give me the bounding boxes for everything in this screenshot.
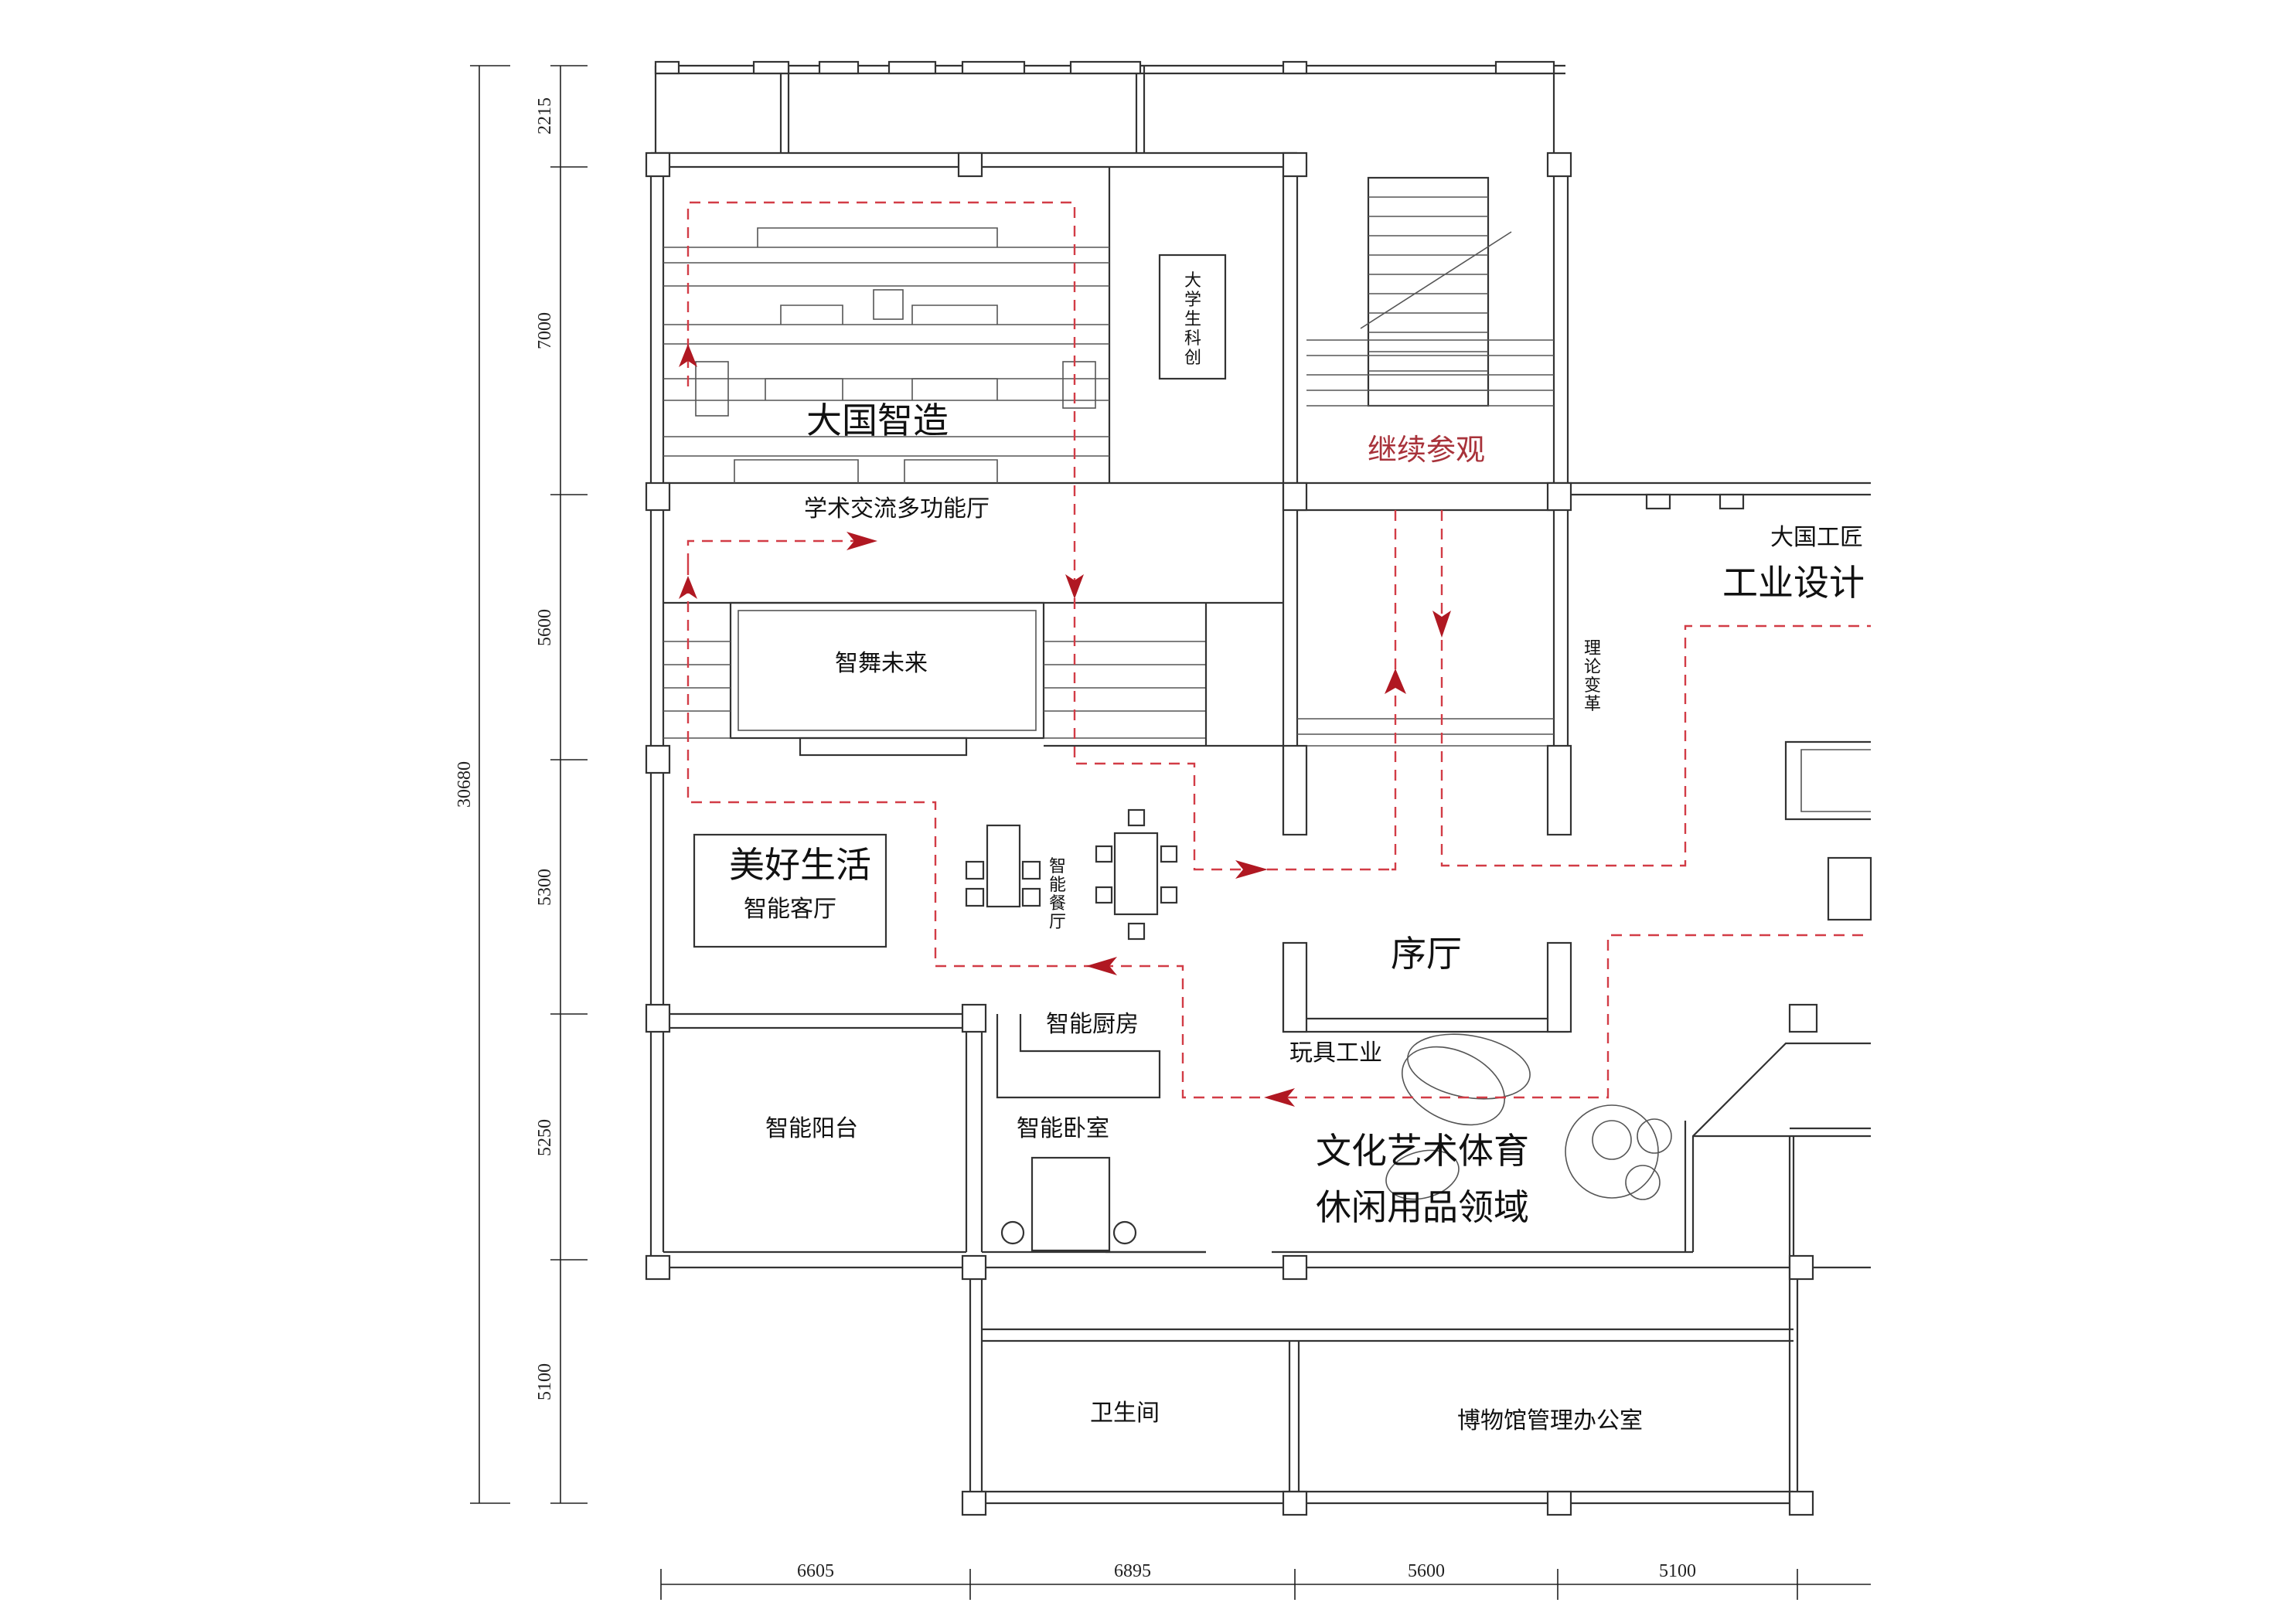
dim-v-6: 5100 (535, 1363, 555, 1400)
route-arrows (679, 344, 1451, 1107)
label-xiu-xian: 休闲用品领域 (1316, 1186, 1529, 1228)
label-zhi-wu: 智舞未来 (835, 650, 928, 677)
svg-text:大: 大 (1184, 271, 1201, 291)
svg-text:学: 学 (1184, 291, 1201, 310)
label-wei-sheng: 卫生间 (1090, 1400, 1160, 1427)
label-yang-tai: 智能阳台 (765, 1115, 858, 1142)
dim-h-4: 5100 (1659, 1561, 1696, 1581)
label-da-xue-sheng-vertical: 大 学 生 科 创 (1184, 271, 1201, 368)
stage-steps (663, 603, 1554, 747)
room-labels: 大国智造 学术交流多功能厅 继续参观 智舞未来 大国工匠 工业设计 美好生活 智… (729, 271, 1865, 1434)
arrow-down-2 (1432, 611, 1451, 638)
label-ji-xu: 继续参观 (1368, 433, 1485, 467)
svg-text:科: 科 (1184, 329, 1201, 349)
label-xue-shu: 学术交流多功能厅 (804, 495, 990, 522)
svg-text:能: 能 (1049, 876, 1066, 895)
arrow-down-1 (1065, 574, 1084, 599)
svg-text:革: 革 (1584, 695, 1601, 714)
svg-text:生: 生 (1184, 310, 1201, 329)
dim-v-4: 5300 (535, 869, 555, 906)
label-can-ting-vertical: 智 能 餐 厅 (1049, 857, 1066, 932)
svg-text:论: 论 (1584, 658, 1601, 677)
arrow-right-2 (1235, 860, 1268, 879)
label-wen-hua: 文化艺术体育 (1316, 1130, 1529, 1172)
svg-text:理: 理 (1584, 639, 1601, 658)
label-gong-ye-she-ji: 工业设计 (1722, 562, 1865, 604)
svg-text:智: 智 (1049, 857, 1066, 876)
label-wan-ju: 玩具工业 (1289, 1039, 1382, 1067)
stairwell (1306, 176, 1554, 407)
label-xu-ting: 序厅 (1391, 933, 1462, 975)
dimension-lines: 30680 2215 7000 5600 5300 5250 5100 6605… (455, 65, 1871, 1600)
columns (645, 60, 1818, 1516)
arrow-up-2 (679, 576, 697, 599)
label-da-guo-zhi-zao: 大国智造 (806, 400, 949, 441)
auditorium-seating (663, 227, 1109, 483)
arrow-left-1 (1086, 957, 1117, 975)
dim-v-2: 7000 (535, 312, 555, 349)
svg-text:厅: 厅 (1049, 913, 1066, 932)
arrow-right-1 (847, 532, 877, 550)
label-da-guo-gong-jiang: 大国工匠 (1770, 524, 1863, 551)
arrow-up-1 (679, 344, 697, 367)
dim-v-5: 5250 (535, 1119, 555, 1156)
dim-h-1: 6605 (797, 1561, 834, 1581)
arrow-up-3 (1385, 669, 1406, 694)
svg-text:变: 变 (1584, 676, 1601, 696)
dim-v-1: 2215 (535, 97, 555, 134)
svg-text:餐: 餐 (1049, 894, 1066, 914)
walls (649, 64, 1872, 1505)
dim-h-3: 5600 (1408, 1561, 1445, 1581)
label-ban-gong: 博物馆管理办公室 (1457, 1407, 1643, 1434)
label-chu-fang: 智能厨房 (1046, 1011, 1139, 1038)
tour-route (686, 201, 1871, 1099)
label-li-lun-vertical: 理 论 变 革 (1584, 639, 1601, 714)
label-wo-shi: 智能卧室 (1017, 1115, 1109, 1142)
label-ke-ting: 智能客厅 (744, 896, 836, 923)
dim-total: 30680 (455, 761, 475, 808)
svg-text:创: 创 (1184, 349, 1201, 368)
arrow-left-2 (1264, 1088, 1295, 1107)
dim-h-2: 6895 (1114, 1561, 1151, 1581)
dim-v-3: 5600 (535, 609, 555, 646)
vertical-ticks (550, 65, 588, 1504)
label-mei-hao: 美好生活 (729, 844, 871, 886)
